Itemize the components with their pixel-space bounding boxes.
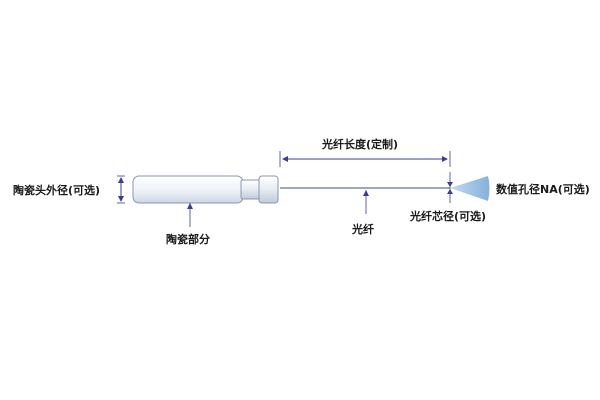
core-diameter-arrow-top [447, 182, 453, 187]
numerical-aperture-label: 数值孔径NA(可选) [496, 182, 590, 196]
ceramic-ferrule [132, 175, 244, 204]
fiber-leader-arrow [363, 190, 369, 196]
fiber-label: 光纤 [351, 222, 374, 236]
fiber-length-label: 光纤长度(定制) [321, 137, 398, 151]
core-diameter-arrow-bottom [447, 189, 453, 194]
ferrule-outer-diameter-label: 陶瓷头外径(可选) [13, 183, 100, 197]
ferrule-part-label: 陶瓷部分 [166, 232, 210, 246]
ferrule-collar [240, 179, 261, 200]
fiber-core-diameter-label: 光纤芯径(可选) [409, 209, 486, 223]
ferrule-part-leader-arrow [187, 203, 193, 209]
light-cone [450, 176, 490, 201]
ferrule-sleeve [258, 175, 279, 204]
